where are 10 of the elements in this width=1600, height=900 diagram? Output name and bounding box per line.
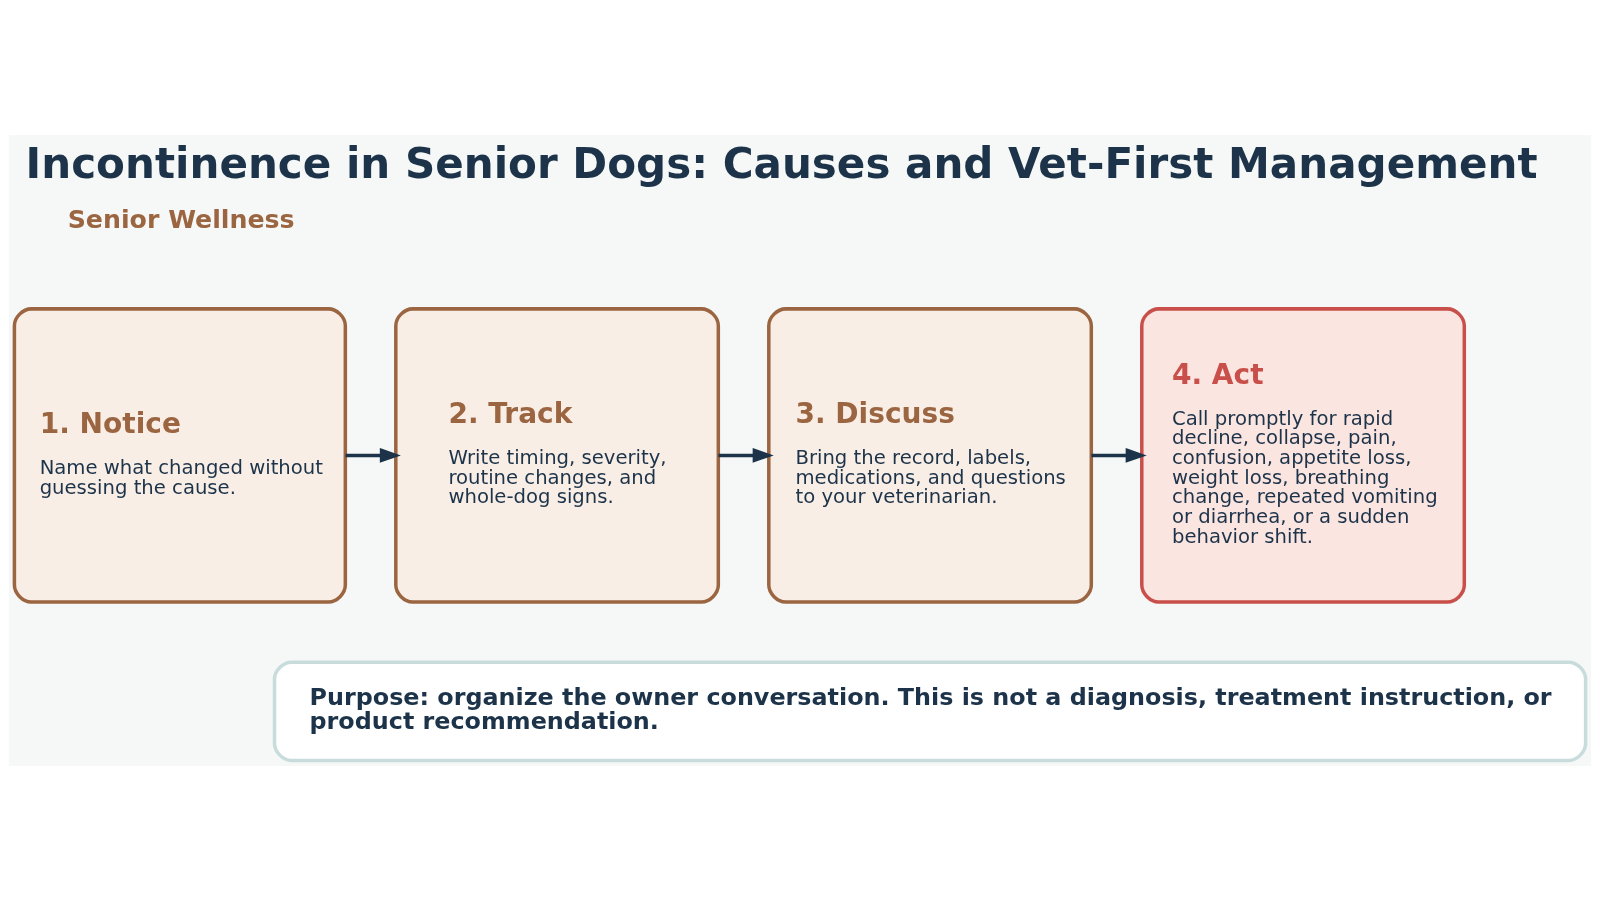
- label: Senior Wellness: [67, 204, 295, 234]
- node-box: 1. Notice Name what changed without guessing the cause.: [12, 306, 348, 604]
- diagram-title: Incontinence in Senior Dogs: Causes and Vet-First Management: [25, 138, 1538, 188]
- node-box: 4. Act Call promptly for rapid decline, collapse, pain, confusion, appetite loss, weight loss, breathing change, repeated vomiting or diarrhea, or a sudden behavior shift.: [1140, 306, 1467, 604]
- arrow: [345, 447, 401, 463]
- node-box: 2. Track Write timing, severity, routine changes, and whole-dog signs.: [394, 306, 721, 604]
- arrow: [1091, 447, 1147, 463]
- node-box: Purpose: organize the owner conversation. This is not a diagnosis, treatment instruction, or product recommendation.: [272, 660, 1588, 762]
- node-box: 3. Discuss Bring the record, labels, medications, and questions to your veterinarian.: [767, 306, 1094, 604]
- arrow: [718, 447, 774, 463]
